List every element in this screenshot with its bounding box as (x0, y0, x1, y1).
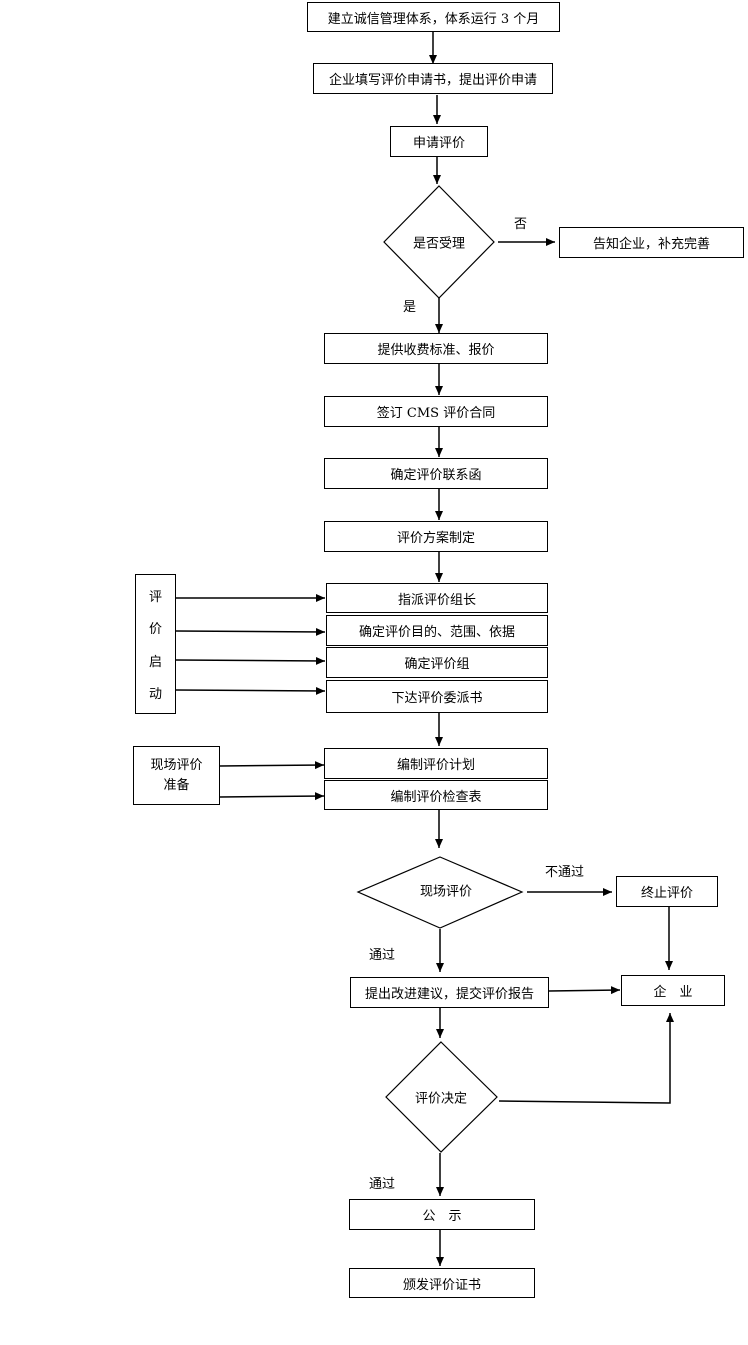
fail-label: 不通过 (545, 865, 585, 880)
arrow (219, 761, 325, 770)
onsite-prep-line2: 准备 (163, 777, 190, 793)
publicity-box: 公 示 (349, 1199, 535, 1230)
report-submission-box: 提出改进建议，提交评价报告 (350, 977, 549, 1008)
arrow (548, 986, 621, 995)
prep-compile-checklist: 编制评价检查表 (324, 780, 548, 810)
pass-label-onsite: 通过 (369, 948, 396, 963)
start-char: 动 (148, 687, 162, 703)
arrow (219, 792, 325, 801)
evaluation-start-label: 评 价 启 动 (135, 574, 176, 714)
step-submit-application: 企业填写评价申请书，提出评价申请 (313, 63, 553, 94)
enterprise-box: 企 业 (621, 975, 725, 1006)
onsite-prep-line1: 现场评价 (150, 757, 203, 773)
prep-compile-plan: 编制评价计划 (324, 748, 548, 779)
step-evaluation-plan: 评价方案制定 (324, 521, 548, 552)
decision-accept-text: 是否受理 (412, 236, 466, 252)
decision-diamond-onsite (356, 856, 524, 929)
start-char: 评 (148, 589, 162, 605)
decision-final-text: 评价决定 (414, 1091, 468, 1107)
step-establish-system: 建立诚信管理体系，体系运行 3 个月 (307, 2, 560, 32)
start-char: 启 (148, 654, 162, 670)
start-issue-assignment: 下达评价委派书 (326, 680, 548, 713)
terminate-evaluation-box: 终止评价 (616, 876, 718, 907)
step-apply-evaluation: 申请评价 (390, 126, 488, 157)
yes-label: 是 (403, 300, 417, 315)
arrow (175, 656, 326, 665)
issue-certificate-box: 颁发评价证书 (349, 1268, 535, 1298)
step-contact-letter: 确定评价联系函 (324, 458, 548, 489)
reject-notify-box: 告知企业，补充完善 (559, 227, 744, 258)
start-char: 价 (148, 622, 162, 638)
start-define-team: 确定评价组 (326, 647, 548, 678)
arrow (175, 627, 326, 636)
arrow (498, 1013, 674, 1104)
decision-diamond-accept (383, 185, 495, 299)
no-label: 否 (514, 217, 528, 232)
step-fee-quote: 提供收费标准、报价 (324, 333, 548, 364)
start-define-scope: 确定评价目的、范围、依据 (326, 615, 548, 646)
arrow (175, 686, 326, 695)
step-sign-contract: 签订 CMS 评价合同 (324, 396, 548, 427)
decision-onsite-text: 现场评价 (419, 884, 473, 900)
onsite-prep-label: 现场评价 准备 (133, 746, 220, 805)
start-assign-leader: 指派评价组长 (326, 583, 548, 613)
decision-diamond-final (385, 1041, 498, 1153)
pass-label-final: 通过 (369, 1177, 396, 1192)
